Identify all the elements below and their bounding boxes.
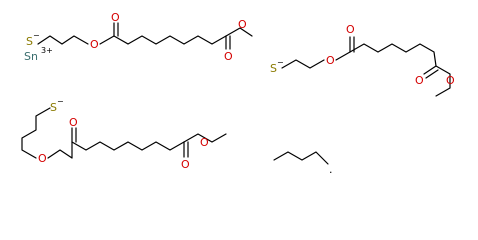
ligand-3-chain	[21, 107, 51, 159]
ligand-2-sulfur: S	[270, 62, 277, 75]
radical-dot: ·	[329, 166, 333, 179]
ligand-3-ester-oxygen: O	[38, 152, 47, 165]
ligand-3-sulfur-charge: −	[57, 97, 64, 106]
ligand-3-ester-bond	[47, 141, 73, 159]
ligand-1-ester-bond	[99, 35, 115, 45]
ligand-2: S − O O O O	[270, 23, 455, 97]
tin-charge: 3+	[41, 46, 53, 55]
ligand-3-sulfur: S	[50, 101, 57, 114]
ligand-3-carbonyl-oxygen-1: O	[69, 116, 78, 129]
ligand-1-sulfur-charge: −	[33, 31, 40, 40]
ligand-2-backbone	[349, 43, 437, 67]
ligand-2-sulfur-charge: −	[277, 58, 284, 67]
ligand-1-carbonyl-oxygen-1: O	[111, 11, 120, 24]
structure-diagram: S − O O O O Sn 3+ S − O O O O S	[21, 11, 455, 179]
ligand-1-methoxy-oxygen: O	[238, 18, 247, 31]
tin-center: Sn 3+	[24, 46, 53, 63]
ligand-2-ester-bond	[335, 51, 351, 61]
ligand-2-ester-oxygen: O	[326, 54, 335, 67]
butyl-radical: ·	[273, 151, 333, 179]
ligand-2-carbonyl-2b	[425, 69, 439, 79]
ligand-1-ester-oxygen: O	[90, 38, 99, 51]
ligand-3-carbonyl-oxygen-2: O	[181, 158, 190, 171]
ligand-3-methoxy-oxygen: O	[200, 136, 209, 149]
ligand-1-sulfur: S	[26, 35, 33, 48]
ligand-1-chain	[37, 35, 89, 45]
ligand-3-backbone	[71, 141, 185, 151]
ligand-1-methoxy	[225, 27, 253, 37]
ligand-1-carbonyl-oxygen-2: O	[224, 50, 233, 63]
ligand-3-methoxy	[183, 133, 227, 143]
ligand-2-carbonyl-oxygen-2: O	[415, 74, 424, 87]
ligand-2-methoxy	[435, 65, 451, 97]
molecule-canvas: S − O O O O Sn 3+ S − O O O O S	[21, 11, 455, 179]
ligand-1-backbone	[113, 35, 227, 45]
ligand-2-chain	[281, 59, 325, 69]
ligand-2-carbonyl-oxygen-1: O	[346, 23, 355, 36]
tin-atom: Sn	[24, 50, 38, 63]
ligand-3: S − O O O O	[21, 97, 227, 171]
ligand-1: S − O O O O	[26, 11, 253, 63]
ligand-2-methoxy-oxygen: O	[446, 74, 455, 87]
ligand-2-carbonyl-2a	[423, 65, 437, 75]
butyl-chain	[273, 151, 329, 165]
